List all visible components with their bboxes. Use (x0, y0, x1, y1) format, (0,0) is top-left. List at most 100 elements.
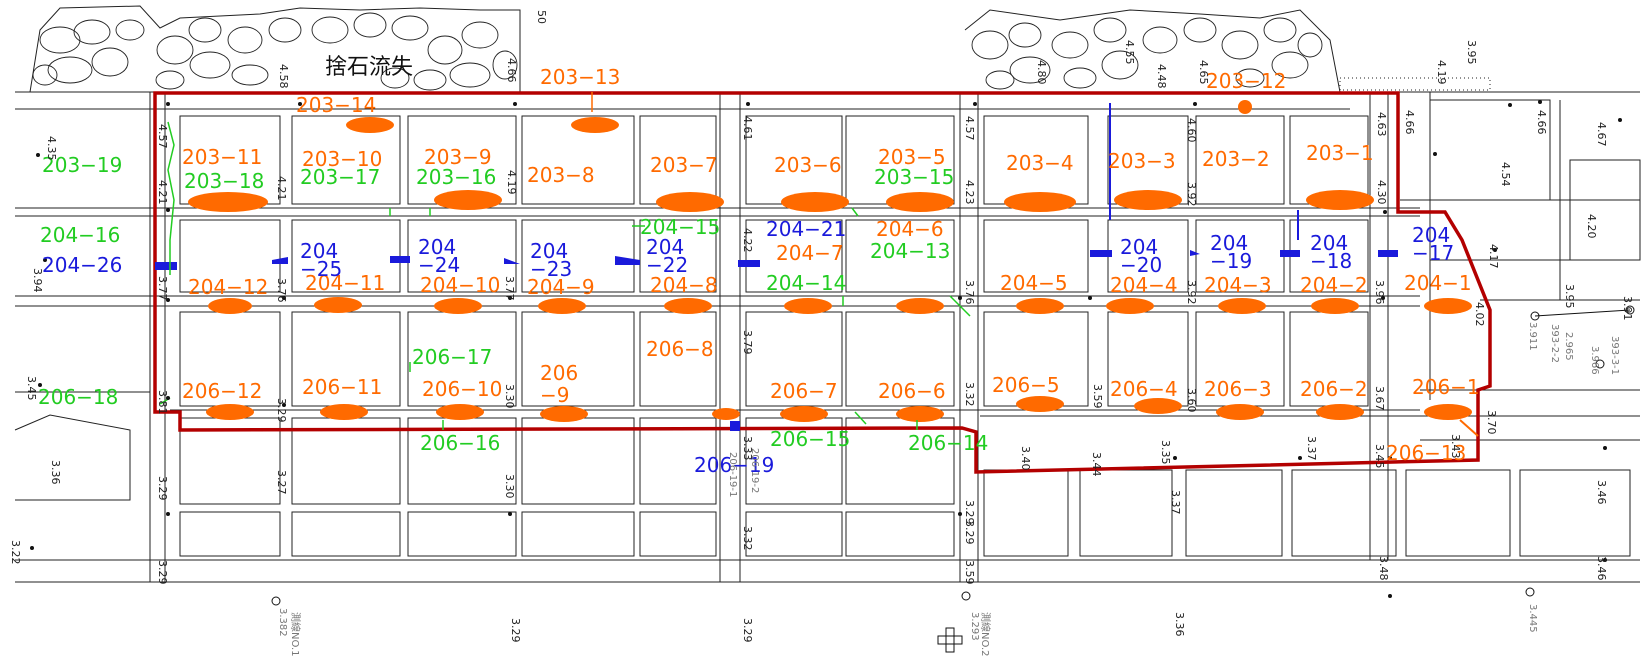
lot-label: −25 (300, 257, 342, 281)
elevation-label: 4.17 (1487, 244, 1500, 269)
elevation-label: 4.21 (156, 180, 169, 205)
elevation-label: 測線NO.1 (289, 612, 302, 657)
lot-label: −22 (646, 253, 688, 277)
elevation-label: 4.63 (1375, 112, 1388, 137)
survey-boundary (153, 91, 1492, 474)
elevation-label: 3.29 (963, 520, 976, 545)
elevation-label: 3.77 (156, 276, 169, 301)
elevation-dots (30, 100, 1622, 598)
lot-label: 204 (300, 239, 338, 263)
elevation-label: 3.27 (275, 470, 288, 495)
elevation-label: 4.60 (1185, 118, 1198, 143)
elevation-label: 4.57 (963, 116, 976, 141)
elevation-label: 4.65 (1197, 60, 1210, 85)
blue-markers (155, 103, 1398, 431)
elevation-label: 2.965 (1563, 332, 1574, 361)
elevation-label: 3.445 (1527, 604, 1538, 633)
elevation-label: 4.67 (1595, 122, 1608, 147)
elevation-label: 3.29 (741, 618, 754, 643)
elevation-label: 4.58 (277, 64, 290, 89)
elevation-label: 3.44 (1090, 452, 1103, 477)
elevation-label: 4.20 (1585, 214, 1598, 239)
lot-label: 203−6 (774, 153, 842, 177)
elevation-label: 測線NO.2 (979, 612, 992, 657)
elevation-label: 206-19-1 (727, 452, 738, 497)
elevation-label: 3.33 (741, 436, 754, 461)
lot-label: 206 (540, 361, 578, 385)
elevation-label: 3.382 (277, 608, 288, 637)
lot-label: 204−12 (188, 275, 268, 299)
elevation-label: 3.94 (31, 268, 44, 293)
lot-label: 204−1 (1404, 271, 1472, 295)
green-lines (159, 121, 971, 430)
elevation-label: 50 (535, 10, 548, 24)
elevation-label: 4.35 (45, 136, 58, 161)
lot-label: −24 (418, 253, 460, 277)
lot-label: 203−2 (1202, 147, 1270, 171)
lot-label: 203−13 (540, 65, 620, 89)
elevation-label: 3.36 (49, 460, 62, 485)
elevation-label: 3.96 (1373, 280, 1386, 305)
lot-label: 204−14 (766, 271, 846, 295)
lot-label: 203−14 (296, 93, 376, 117)
elevation-label: 3.91 (1621, 296, 1634, 321)
lot-label: 206−2 (1300, 377, 1368, 401)
lot-label: 206−3 (1204, 377, 1272, 401)
elevation-label: 4.66 (505, 58, 518, 83)
elevation-label: 3.95 (1563, 284, 1576, 309)
elevation-label: 3.911 (1527, 322, 1538, 351)
lot-label: 206−7 (770, 379, 838, 403)
lot-label: 203−19 (42, 153, 122, 177)
lot-label: 203−17 (300, 165, 380, 189)
lot-label: 203−9 (424, 145, 492, 169)
elevation-label: 3.29 (963, 500, 976, 525)
lot-label: −9 (540, 383, 569, 407)
lot-label: 206−16 (420, 431, 500, 455)
lot-label: 204 (530, 239, 568, 263)
lot-label: 204−6 (876, 217, 944, 241)
elevation-label: 3.77 (503, 276, 516, 301)
lot-label: 204 (646, 235, 684, 259)
elevation-label: 3.46 (1595, 480, 1608, 505)
lot-label: 206−12 (182, 379, 262, 403)
elevation-label: 4.23 (963, 180, 976, 205)
lot-label: 206−8 (646, 337, 714, 361)
lot-label: 203−5 (878, 145, 946, 169)
elevation-label: 3.966 (1589, 346, 1600, 375)
lot-label: 203−10 (302, 147, 382, 171)
lot-label: 204 (1210, 231, 1248, 255)
elevation-label: 4.54 (1499, 162, 1512, 187)
elevation-label: 4.30 (1375, 180, 1388, 205)
elevation-label: 393-2-2 (1549, 324, 1560, 363)
elevation-label: 4.21 (275, 176, 288, 201)
lot-label: 206−4 (1110, 377, 1178, 401)
elevation-label: 3.43 (1449, 434, 1462, 459)
lot-label: 203−8 (527, 163, 595, 187)
lot-label: 204 (1412, 223, 1450, 247)
lot-label: 204−26 (42, 253, 122, 277)
elevation-label: 3.45 (1373, 444, 1386, 469)
elevation-label: 4.80 (1035, 60, 1048, 85)
elevation-label: 4.02 (1473, 302, 1486, 327)
rock-revetment-left (29, 5, 521, 93)
elevation-label: 4.66 (1535, 110, 1548, 135)
elevation-label: 3.22 (9, 540, 22, 565)
elevation-label: 3.45 (25, 376, 38, 401)
elevation-label: 3.32 (963, 382, 976, 407)
elevation-label: 3.35 (1159, 440, 1172, 465)
lot-label: 204−21 (766, 217, 846, 241)
lot-label: 206−13 (1386, 441, 1466, 465)
elevation-labels: 4.35 3.94 3.45 3.36 3.22 4.57 4.21 3.77 … (9, 10, 1634, 643)
lot-label: 203−7 (650, 153, 718, 177)
elevation-label: 3.46 (1595, 556, 1608, 581)
elevation-label: 3.293 (969, 612, 980, 641)
lot-label: −23 (530, 257, 572, 281)
lot-label: 206−1 (1412, 375, 1480, 399)
lot-label: 203−16 (416, 165, 496, 189)
elevation-label: 3.95 (1465, 40, 1478, 65)
lot-label: 204−8 (650, 273, 718, 297)
green-lot-labels: 203−19 203−18 203−17 203−16 203−15 204−1… (38, 153, 988, 455)
lot-label: 203−4 (1006, 151, 1074, 175)
elevation-label: 3.29 (156, 476, 169, 501)
